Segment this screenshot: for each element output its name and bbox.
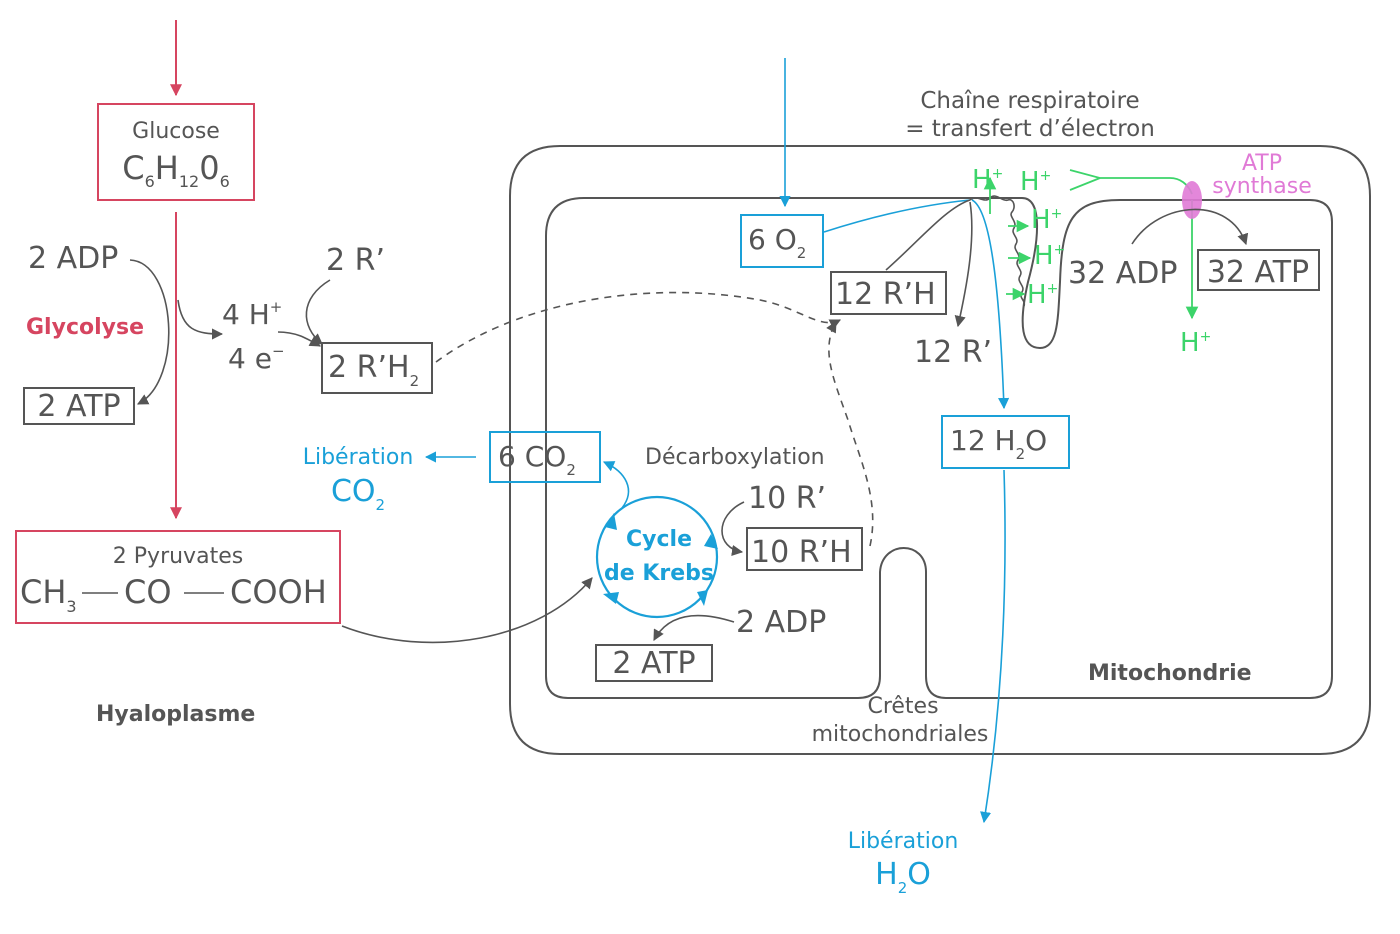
- krebs-ring-arrow-right: [704, 534, 718, 549]
- decarboxylation-label: Décarboxylation: [645, 445, 825, 470]
- glucose-formula: C6H1206: [122, 149, 230, 191]
- krebs-co2: 6 CO2: [498, 440, 576, 479]
- proton-gradient-flow: [1069, 169, 1193, 195]
- chain-o2: 6 O2: [748, 223, 806, 262]
- krebs-cycle-ring: [595, 495, 719, 619]
- proton-matrix: H+: [1180, 328, 1211, 358]
- electron-transfer-wave: [969, 195, 1026, 307]
- atp-synthase-line2: synthase: [1212, 174, 1311, 199]
- chain-adp-to-atp-arrow: [1131, 208, 1249, 246]
- krebs-cycle-line2: de Krebs: [604, 561, 714, 586]
- proton-2: H+: [1020, 167, 1051, 197]
- krebs-rh-box: [746, 527, 863, 571]
- atp-synthase-line1: ATP: [1242, 151, 1282, 176]
- glycolysis-rh2: 2 R’H2: [328, 350, 419, 390]
- krebs-rh-to-chain-dashed-arrow: [826, 321, 874, 547]
- krebs-to-co2-arrow: [602, 461, 630, 509]
- outer-membrane: [509, 145, 1371, 755]
- proton-5: H+: [1027, 280, 1058, 310]
- glucose-box: [97, 103, 255, 201]
- chain-rh: 12 R’H: [835, 277, 936, 312]
- krebs-co2-box: [489, 431, 601, 483]
- chain-adp: 32 ADP: [1068, 256, 1177, 291]
- atp-synthase-icon: [1182, 181, 1202, 219]
- krebs-adp: 2 ADP: [736, 605, 826, 640]
- glycolysis-r-prime: 2 R’: [326, 243, 385, 278]
- chain-atp: 32 ATP: [1207, 255, 1309, 290]
- chain-rh-box: [830, 271, 947, 315]
- chain-r-prime: 12 R’: [914, 335, 992, 370]
- chain-atp-box: [1197, 249, 1320, 291]
- co2-release-label: Libération: [303, 445, 414, 470]
- mitochondria-label: Mitochondrie: [1088, 661, 1252, 686]
- hyaloplasm-label: Hyaloplasme: [96, 702, 255, 727]
- krebs-cycle-line1: Cycle: [626, 527, 692, 552]
- krebs-r-prime: 10 R’: [748, 481, 826, 516]
- krebs-ring-arrow-top: [605, 513, 617, 530]
- pyruvate-to-krebs-arrow: [341, 577, 593, 644]
- glucose-label: Glucose: [132, 119, 220, 144]
- rh2-to-chain-dashed-arrow: [435, 291, 842, 363]
- o2-to-chain-line: [823, 199, 971, 233]
- chain-o2-box: [740, 214, 824, 268]
- pyruvate-box: [15, 530, 341, 624]
- pyruvate-formula-co: CO: [124, 573, 172, 611]
- proton-4: H+: [1034, 241, 1065, 271]
- proton-1: H+: [972, 165, 1003, 195]
- proton-3: H+: [1031, 205, 1062, 235]
- r-prime-to-rh2-arrow: [305, 279, 331, 345]
- glycolysis-adp: 2 ADP: [28, 241, 118, 276]
- krebs-ring-arrow-bottom-left: [603, 592, 619, 604]
- chain-rh-to-chain-line: [885, 199, 971, 271]
- glycolysis-atp-box: [23, 387, 135, 425]
- chain-title-line1: Chaîne respiratoire: [920, 88, 1139, 114]
- adp-to-atp-arrow: [129, 259, 170, 405]
- krebs-r-prime-to-rh-arrow: [721, 501, 745, 556]
- h2o-release-label: Libération: [848, 829, 959, 854]
- chain-h2o-box: [941, 415, 1070, 469]
- cristae-line2: mitochondriales: [812, 722, 989, 747]
- glycolysis-atp: 2 ATP: [37, 389, 120, 424]
- krebs-atp-box: [595, 644, 713, 682]
- krebs-ring-arrow-bottom-right: [697, 590, 708, 606]
- krebs-rh: 10 R’H: [751, 535, 852, 570]
- inner-membrane: [545, 197, 1333, 699]
- pyruvate-label: 2 Pyruvates: [113, 544, 243, 569]
- co2-release-formula: CO2: [331, 474, 385, 514]
- pyruvate-formula-cooh: COOH: [230, 573, 327, 611]
- chain-title-line2: = transfert d’électron: [905, 116, 1155, 142]
- cristae-line1: Crêtes: [867, 694, 938, 719]
- chain-h2o: 12 H2O: [950, 424, 1047, 463]
- glycolysis-rh2-box: [321, 342, 433, 394]
- chain-to-r-prime-arrow: [954, 201, 973, 328]
- pyruvate-formula-ch: CH3: [20, 573, 77, 616]
- glycolysis-h-plus: 4 H+: [222, 298, 282, 331]
- krebs-atp: 2 ATP: [612, 646, 695, 681]
- glycolysis-electrons: 4 e−: [228, 342, 285, 375]
- h2o-release-formula: H2O: [875, 857, 931, 897]
- h-plus-branch-arrow: [177, 299, 224, 340]
- h2o-release-arrow: [980, 469, 1006, 824]
- glycolysis-title: Glycolyse: [26, 315, 144, 340]
- o2-to-h2o-arrow: [971, 199, 1010, 410]
- krebs-adp-to-atp-arrow: [653, 614, 735, 641]
